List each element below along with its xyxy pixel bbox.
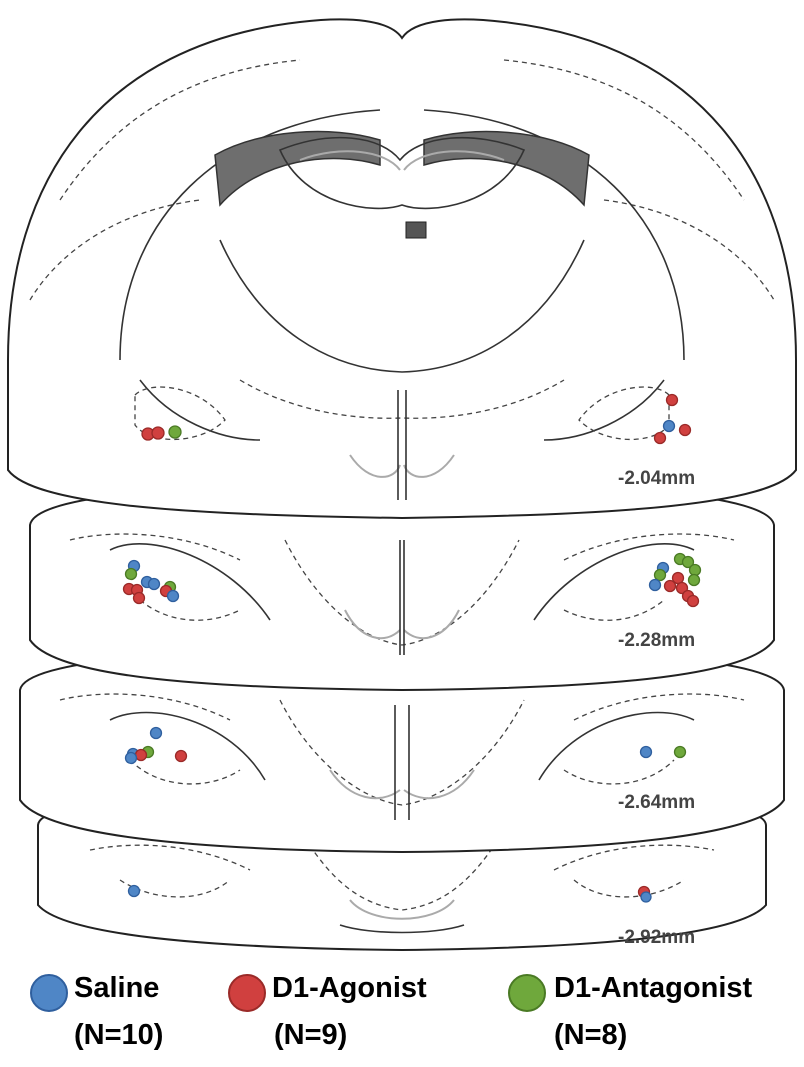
section-depth-label: -2.28mm: [618, 630, 695, 651]
antagonist-dot: [655, 570, 666, 581]
saline-dot: [126, 753, 137, 764]
agonist-dot: [152, 427, 164, 439]
agonist-swatch-icon: [228, 974, 266, 1012]
saline-dot: [664, 421, 675, 432]
section-depth-label: -2.04mm: [618, 468, 695, 489]
agonist-dot: [665, 581, 676, 592]
saline-dot: [641, 892, 651, 902]
agonist-dot: [176, 751, 187, 762]
agonist-dot: [134, 593, 145, 604]
saline-dot: [650, 580, 661, 591]
saline-dot: [168, 591, 179, 602]
legend: Saline (N=10) D1-Agonist (N=9) D1-Antago…: [0, 960, 804, 1067]
legend-label: D1-Antagonist: [554, 972, 752, 1005]
saline-dot: [641, 747, 652, 758]
antagonist-dot: [690, 565, 701, 576]
saline-dot: [149, 579, 160, 590]
section-2-04-outline: [8, 19, 796, 518]
legend-count: (N=9): [274, 1019, 347, 1052]
agonist-dot: [680, 425, 691, 436]
antagonist-dot: [126, 569, 137, 580]
antagonist-dot: [169, 426, 181, 438]
agonist-dot: [136, 750, 147, 761]
legend-count: (N=8): [554, 1019, 627, 1052]
section-depth-label: -2.92mm: [618, 927, 695, 948]
section-depth-label: -2.64mm: [618, 792, 695, 813]
agonist-dot: [655, 433, 666, 444]
agonist-dot: [688, 596, 699, 607]
legend-label: D1-Agonist: [272, 972, 427, 1005]
agonist-dot: [667, 395, 678, 406]
saline-dot: [129, 886, 140, 897]
saline-dot: [151, 728, 162, 739]
saline-swatch-icon: [30, 974, 68, 1012]
coronal-brain-atlas: -2.04mm -2.28mm -2.64mm -2.92mm: [0, 0, 804, 960]
antagonist-dot: [675, 747, 686, 758]
antagonist-dot: [689, 575, 700, 586]
antagonist-swatch-icon: [508, 974, 546, 1012]
legend-count: (N=10): [74, 1019, 163, 1052]
legend-label: Saline: [74, 972, 159, 1005]
